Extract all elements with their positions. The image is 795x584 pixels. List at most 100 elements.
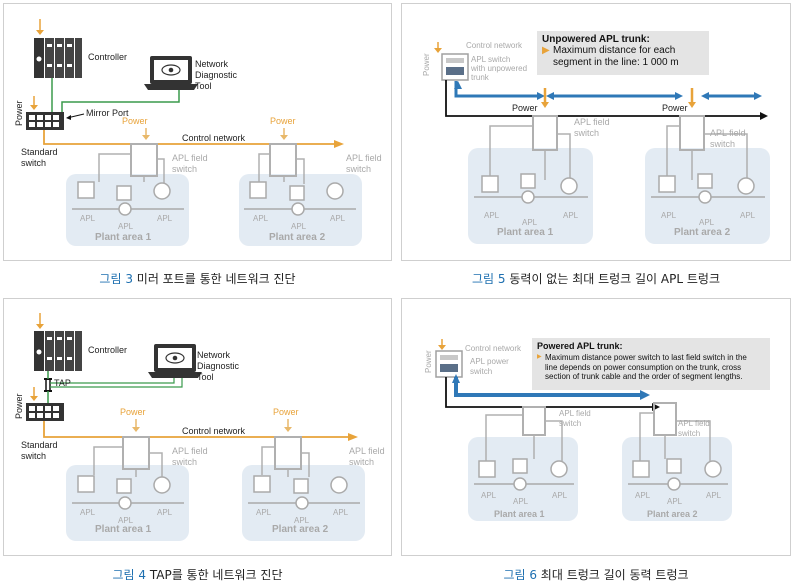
standard-switch-label-2: switch [21,158,47,168]
power-label: Power [14,100,24,126]
apl-label: APL [80,214,96,223]
apl-power-switch-label-1: APL power [470,357,509,366]
apl-label: APL [333,508,349,517]
figure-6-panel: Powered APL trunk: ▶ Maximum distance po… [401,298,791,556]
controller-label: Controller [88,52,128,62]
power-label-2: Power [512,103,538,113]
apl-label: APL [330,214,346,223]
tool-label-line2: Diagnostic [195,70,238,80]
figure-3-diagram [26,19,362,246]
callout-title: Powered APL trunk: [537,341,623,351]
apl-label: APL [253,214,269,223]
bullet-icon: ▶ [537,354,542,360]
figure-title: 미러 포트를 통한 네트워크 진단 [136,272,296,286]
apl-switch-label-2: with unpowered [471,64,528,73]
callout-body: ▶ Maximum distance for each segment in t… [542,45,704,69]
callout-line-2: line depends on power consumption on the… [545,362,742,372]
power-label: Power [424,350,433,373]
power-label-3: Power [270,116,296,126]
apl-label: APL [667,497,683,506]
tool-label-line3: Tool [197,372,214,382]
standard-switch-icon [26,403,64,421]
apl-label: APL [118,222,134,231]
figure-title: 동력이 없는 최대 트렁크 길이 APL 트렁크 [509,272,720,286]
apl-label: APL [157,214,173,223]
tap-label: TAP [54,378,71,388]
apl-label: APL [563,211,579,220]
figure-6-caption: 그림 6 최대 트렁크 길이 동력 트렁크 [401,566,791,583]
callout-title: Unpowered APL trunk: [542,34,650,45]
apl-label: APL [481,491,497,500]
plant-area-2-label: Plant area 2 [647,509,698,519]
figure-title: 최대 트렁크 길이 동력 트렁크 [540,568,689,582]
figure-number: 그림 6 [503,568,537,582]
apl-field-switch-label: switch [349,457,375,467]
power-label: Power [14,393,24,419]
plant-area-1-label: Plant area 1 [95,232,152,243]
power-label-3: Power [273,407,299,417]
apl-label: APL [513,497,529,506]
apl-switch-label-1: APL switch [471,55,511,64]
apl-field-switch-label: switch [678,429,701,438]
bullet-icon: ▶ [542,45,550,56]
plant-area-2-label: Plant area 2 [674,227,731,238]
figure-4-caption: 그림 4 TAP를 통한 네트워크 진단 [3,566,392,583]
apl-field-switch-label: APL field [559,409,591,418]
apl-label: APL [118,516,134,525]
apl-field-switch-label: switch [574,128,600,138]
figure-6-diagram [435,339,732,521]
figure-5-diagram [434,42,770,244]
apl-label: APL [484,211,500,220]
figure-5-caption: 그림 5 동력이 없는 최대 트렁크 길이 APL 트렁크 [401,270,791,287]
apl-label: APL [80,508,96,517]
plant-area-1-label: Plant area 1 [497,227,554,238]
apl-field-switch-label: switch [172,457,198,467]
apl-field-switch-label: APL field [574,117,610,127]
plant-area-2-label: Plant area 2 [272,524,329,535]
standard-switch-label-1: Standard [21,440,58,450]
figure-number: 그림 5 [472,272,506,286]
controller-icon [34,331,82,371]
figure-5-panel: Unpowered APL trunk: ▶ Maximum distance … [401,3,791,261]
apl-label: APL [291,222,307,231]
figure-4-panel: Controller Network Diagnostic Tool TAP P… [3,298,392,556]
control-network-label: Control network [466,41,523,50]
laptop-icon [144,56,198,90]
callout-line-2: segment in the line: 1 000 m [553,57,679,68]
mirror-port-label: Mirror Port [86,108,129,118]
control-network-label: Control network [182,426,246,436]
plant-area-2-label: Plant area 2 [269,232,326,243]
apl-switch-label-3: trunk [471,73,489,82]
apl-field-switch-label-2a: APL field [346,153,382,163]
apl-field-switch-label-1a: APL field [172,153,208,163]
power-label-2: Power [120,407,146,417]
tool-label-line3: Tool [195,81,212,91]
apl-label: APL [552,491,568,500]
apl-field-switch-label: APL field [678,419,710,428]
control-network-label: Control network [182,133,246,143]
tap-icon [44,378,52,392]
figure-4-diagram [26,313,365,541]
laptop-icon [148,344,202,378]
power-label: Power [422,53,431,76]
callout-body: ▶ Maximum distance power switch to last … [537,353,765,382]
controller-icon [34,38,82,78]
apl-label: APL [740,211,756,220]
apl-power-switch-label-2: switch [470,367,493,376]
standard-switch-label-2: switch [21,451,47,461]
figure-number: 그림 4 [112,568,147,582]
apl-field-switch-label: switch [559,419,582,428]
power-label-2: Power [122,116,148,126]
apl-label: APL [706,491,722,500]
powered-trunk-callout: Powered APL trunk: ▶ Maximum distance po… [532,338,770,390]
apl-field-switch-label: APL field [172,446,208,456]
tool-label-line1: Network [195,59,229,69]
callout-line-3: section of trunk cable and the order of … [545,372,743,381]
unpowered-trunk-callout: Unpowered APL trunk: ▶ Maximum distance … [537,31,709,75]
apl-field-switch-label: APL field [349,446,385,456]
apl-label: APL [294,516,310,525]
standard-switch-icon [26,112,64,130]
figure-3-panel: Controller Network Diagnostic Tool Mirro… [3,3,392,261]
apl-field-switch-label: APL field [710,128,746,138]
apl-label: APL [635,491,651,500]
